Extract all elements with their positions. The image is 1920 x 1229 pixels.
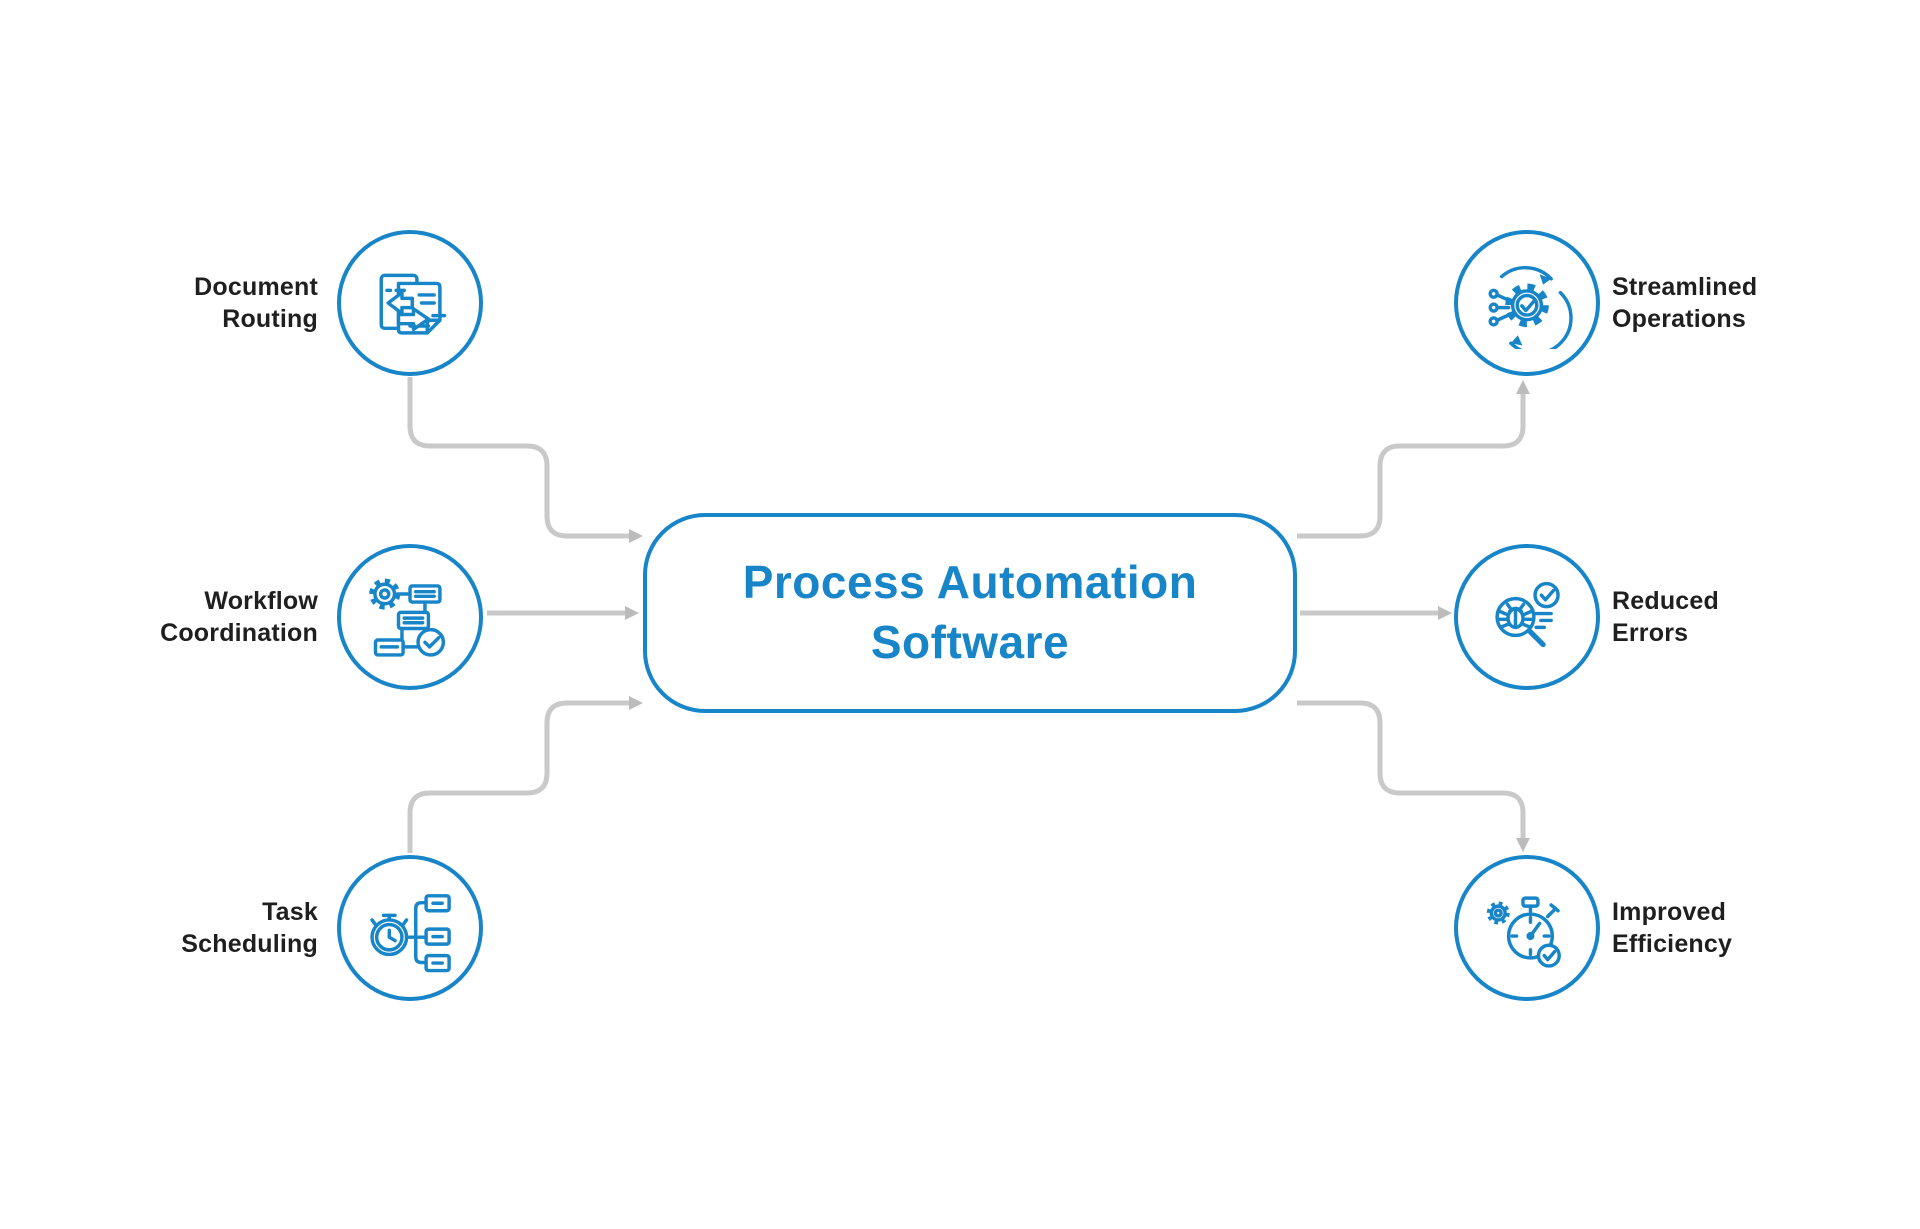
- label-improved-efficiency: Improved Efficiency: [1612, 898, 1733, 958]
- center-node: Process Automation Software: [643, 513, 1297, 713]
- label-workflow-coordination: Workflow Coordination: [160, 587, 318, 647]
- node-workflow-coordination: [337, 544, 483, 690]
- connector-task-scheduling: [407, 696, 643, 853]
- label-streamlined-operations: Streamlined Operations: [1612, 273, 1758, 333]
- improved-efficiency-icon: [1486, 896, 1561, 968]
- streamlined-operations-icon: [1488, 265, 1573, 349]
- document-routing-icon: [379, 273, 447, 335]
- node-document-routing: [337, 230, 483, 376]
- connector-streamlined-operations: [1297, 380, 1530, 539]
- label-document-routing: Document Routing: [194, 273, 318, 333]
- task-scheduling-icon: [370, 894, 451, 973]
- center-node-title: Process Automation Software: [742, 556, 1198, 668]
- node-reduced-errors: [1454, 544, 1600, 690]
- node-task-scheduling: [337, 855, 483, 1001]
- reduced-errors-icon: [1495, 581, 1560, 648]
- node-streamlined-operations: [1454, 230, 1600, 376]
- workflow-coordination-icon: [369, 578, 446, 657]
- node-improved-efficiency: [1454, 855, 1600, 1001]
- connector-document-routing: [407, 377, 643, 543]
- label-task-scheduling: Task Scheduling: [181, 898, 318, 958]
- connector-improved-efficiency: [1297, 700, 1530, 852]
- label-reduced-errors: Reduced Errors: [1612, 587, 1719, 647]
